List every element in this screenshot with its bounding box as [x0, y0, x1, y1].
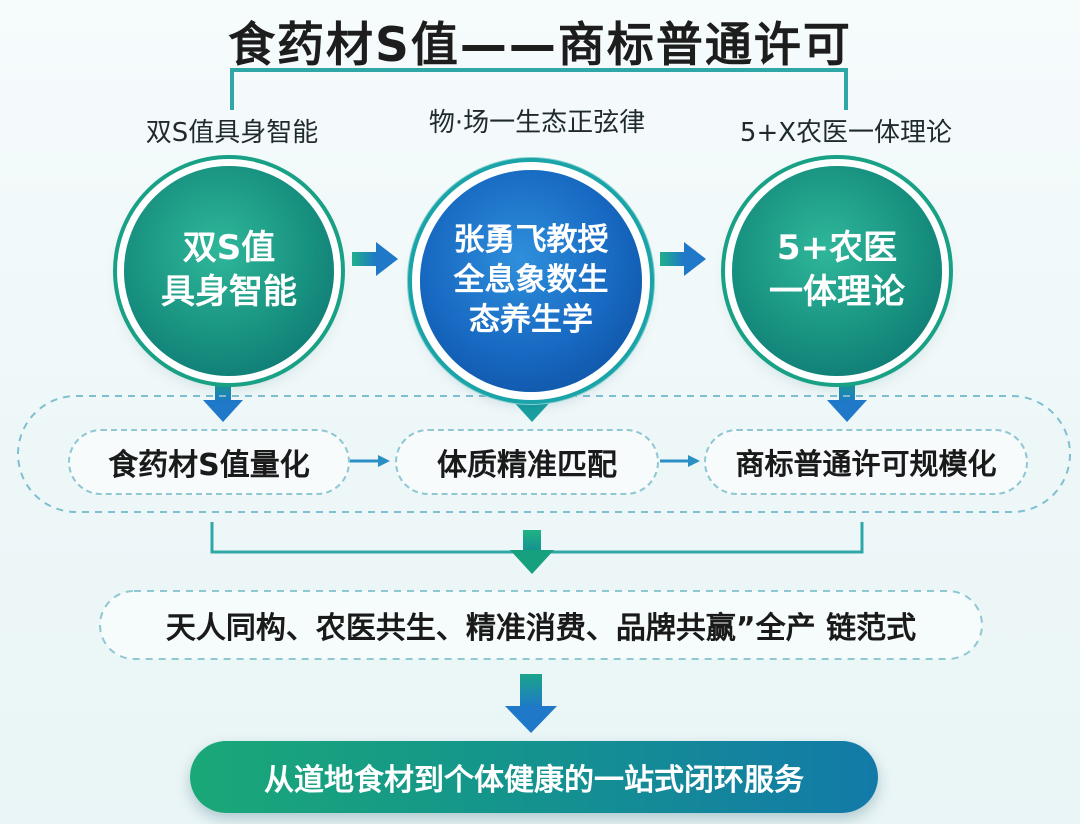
final-service-bar: 从道地食材到个体健康的一站式闭环服务	[190, 741, 878, 813]
top-bracket-line	[230, 68, 848, 110]
stage-3-label: 商标普通许可规模化	[735, 447, 997, 481]
circle-dual-s-value: 双S值 具身智能	[124, 166, 334, 376]
circle-arrow-2	[660, 242, 706, 276]
paradigm-pill	[99, 590, 983, 660]
circle-holographic-theory-text: 张勇飞教授 全息象数生 态养生学	[453, 222, 609, 338]
stage-arrow-2	[660, 455, 700, 467]
stage-s-value-quantification: 食药材S值量化	[68, 429, 350, 495]
circle-holographic-theory: 张勇飞教授 全息象数生 态养生学	[420, 170, 642, 392]
stage-container	[17, 395, 1071, 513]
final-arrow	[505, 674, 557, 733]
circle-dual-s-value-text: 双S值 具身智能	[161, 228, 297, 312]
column-label-1: 双S值具身智能	[145, 118, 319, 148]
down-arrow-3	[827, 378, 867, 422]
circle-agri-medical-theory-text: 5+农医 一体理论	[769, 228, 905, 312]
page-title: 食药材S值——商标普通许可	[228, 18, 852, 73]
paradigm-text: 天人同构、农医共生、精准消费、品牌共赢”全产 链范式	[165, 611, 917, 646]
stage-constitution-matching: 体质精准匹配	[395, 429, 659, 495]
column-label-2: 物·场一生态正弦律	[428, 108, 646, 138]
stage-2-label: 体质精准匹配	[437, 448, 617, 483]
circle-agri-medical-theory: 5+农医 一体理论	[732, 166, 942, 376]
merge-arrow	[510, 530, 554, 574]
stage-arrow-1	[350, 455, 390, 467]
stage-1-label: 食药材S值量化	[108, 448, 310, 483]
stage-license-scaling: 商标普通许可规模化	[704, 429, 1028, 495]
column-label-3: 5+X农医一体理论	[739, 118, 953, 148]
down-arrow-1	[203, 378, 243, 422]
circle-arrow-1	[352, 242, 398, 276]
final-service-text: 从道地食材到个体健康的一站式闭环服务	[264, 763, 804, 798]
